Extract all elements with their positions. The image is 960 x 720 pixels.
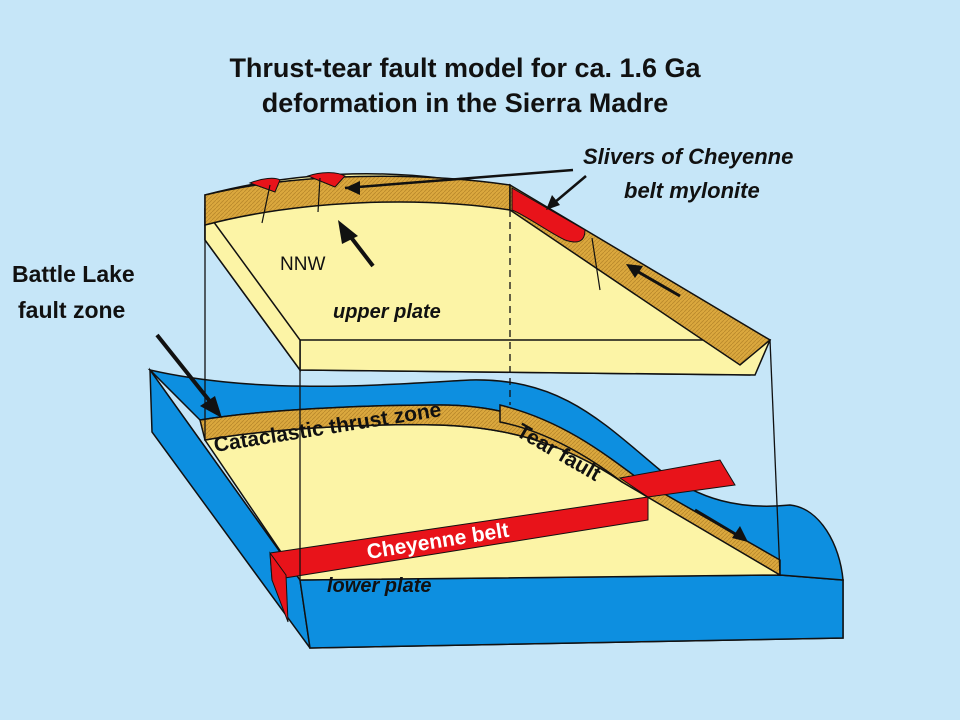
mylonite-sliver-2 [306,172,346,188]
upper-tear-arrow [626,264,681,298]
slivers-label-line-2: belt mylonite [624,178,760,203]
slivers-label-line-1: Slivers of Cheyenne [583,144,793,169]
lower-tear-arrow [694,508,748,542]
title-line-2: deformation in the Sierra Madre [262,88,669,118]
battle-lake-arrow [155,333,222,418]
rim-divider-1 [261,184,271,224]
upper-plate-label: upper plate [333,301,441,323]
mylonite-sliver-1 [248,177,281,193]
upper-plate-front-face [299,339,772,376]
battle-lake-label-line-1: Battle Lake [12,261,135,287]
lower-plate-block [147,367,844,649]
title-line-1: Thrust-tear fault model for ca. 1.6 Ga [229,53,701,83]
lower-plate-label: lower plate [327,575,431,597]
nnw-label: NNW [280,254,325,275]
nnw-arrow [338,220,375,268]
rim-divider-3 [591,237,601,291]
upper-plate-block [204,172,772,376]
mylonite-sliver-3 [511,187,586,243]
battle-lake-label-line-2: fault zone [18,297,125,323]
cheyenne-belt-offset-band [618,459,736,498]
slivers-arrowhead-2 [546,195,560,210]
slivers-arrowhead-1 [345,181,360,195]
cheyenne-belt-front-face [269,551,289,623]
rim-divider-2 [317,177,321,213]
